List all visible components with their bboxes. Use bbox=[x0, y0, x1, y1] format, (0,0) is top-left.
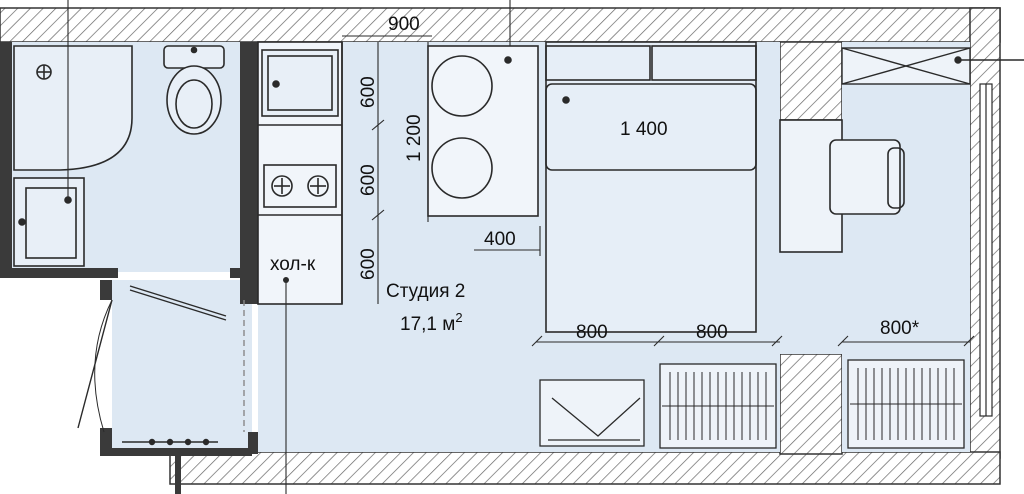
appliance-circles bbox=[427, 45, 539, 217]
entry-doors bbox=[77, 285, 245, 446]
kitchen bbox=[257, 41, 343, 305]
dim-wardrobe-3: 800* bbox=[880, 318, 920, 339]
dim-gap: 400 bbox=[484, 229, 516, 250]
dim-module-1: 600 bbox=[358, 76, 379, 108]
dim-top-width: 900 bbox=[388, 14, 420, 35]
dim-wardrobe-1: 800 bbox=[576, 322, 608, 343]
dim-module-2: 600 bbox=[358, 164, 379, 196]
dim-stove-depth: 1 200 bbox=[404, 114, 425, 162]
hall-floor bbox=[112, 280, 252, 450]
fridge-label: хол-к bbox=[270, 254, 316, 275]
fridge-marker bbox=[283, 277, 289, 283]
cooktop-icon bbox=[263, 164, 337, 208]
room-area: 17,1 м2 bbox=[400, 310, 463, 335]
radiator-icon bbox=[122, 438, 218, 446]
interior-walls bbox=[0, 42, 258, 494]
room-area-sup: 2 bbox=[455, 310, 462, 325]
shower-cabin bbox=[13, 45, 133, 171]
basin-marker bbox=[65, 197, 71, 203]
bathroom bbox=[13, 0, 225, 267]
wardrobe-hangers bbox=[662, 368, 962, 440]
bed bbox=[545, 41, 757, 333]
chair-icon bbox=[829, 139, 901, 215]
dim-bed-width: 1 400 bbox=[620, 119, 668, 140]
room-area-value: 17,1 м bbox=[400, 314, 455, 335]
toilet-icon bbox=[163, 45, 225, 135]
dim-wardrobe-2: 800 bbox=[696, 322, 728, 343]
room-name: Студия 2 bbox=[386, 281, 465, 302]
vent-shaft bbox=[841, 47, 1024, 85]
dimension-lines bbox=[285, 0, 975, 494]
window bbox=[979, 83, 993, 417]
cabinet-swing bbox=[539, 379, 645, 447]
dim-module-3: 600 bbox=[358, 248, 379, 280]
desk bbox=[779, 119, 905, 253]
exterior-walls bbox=[0, 7, 1001, 485]
